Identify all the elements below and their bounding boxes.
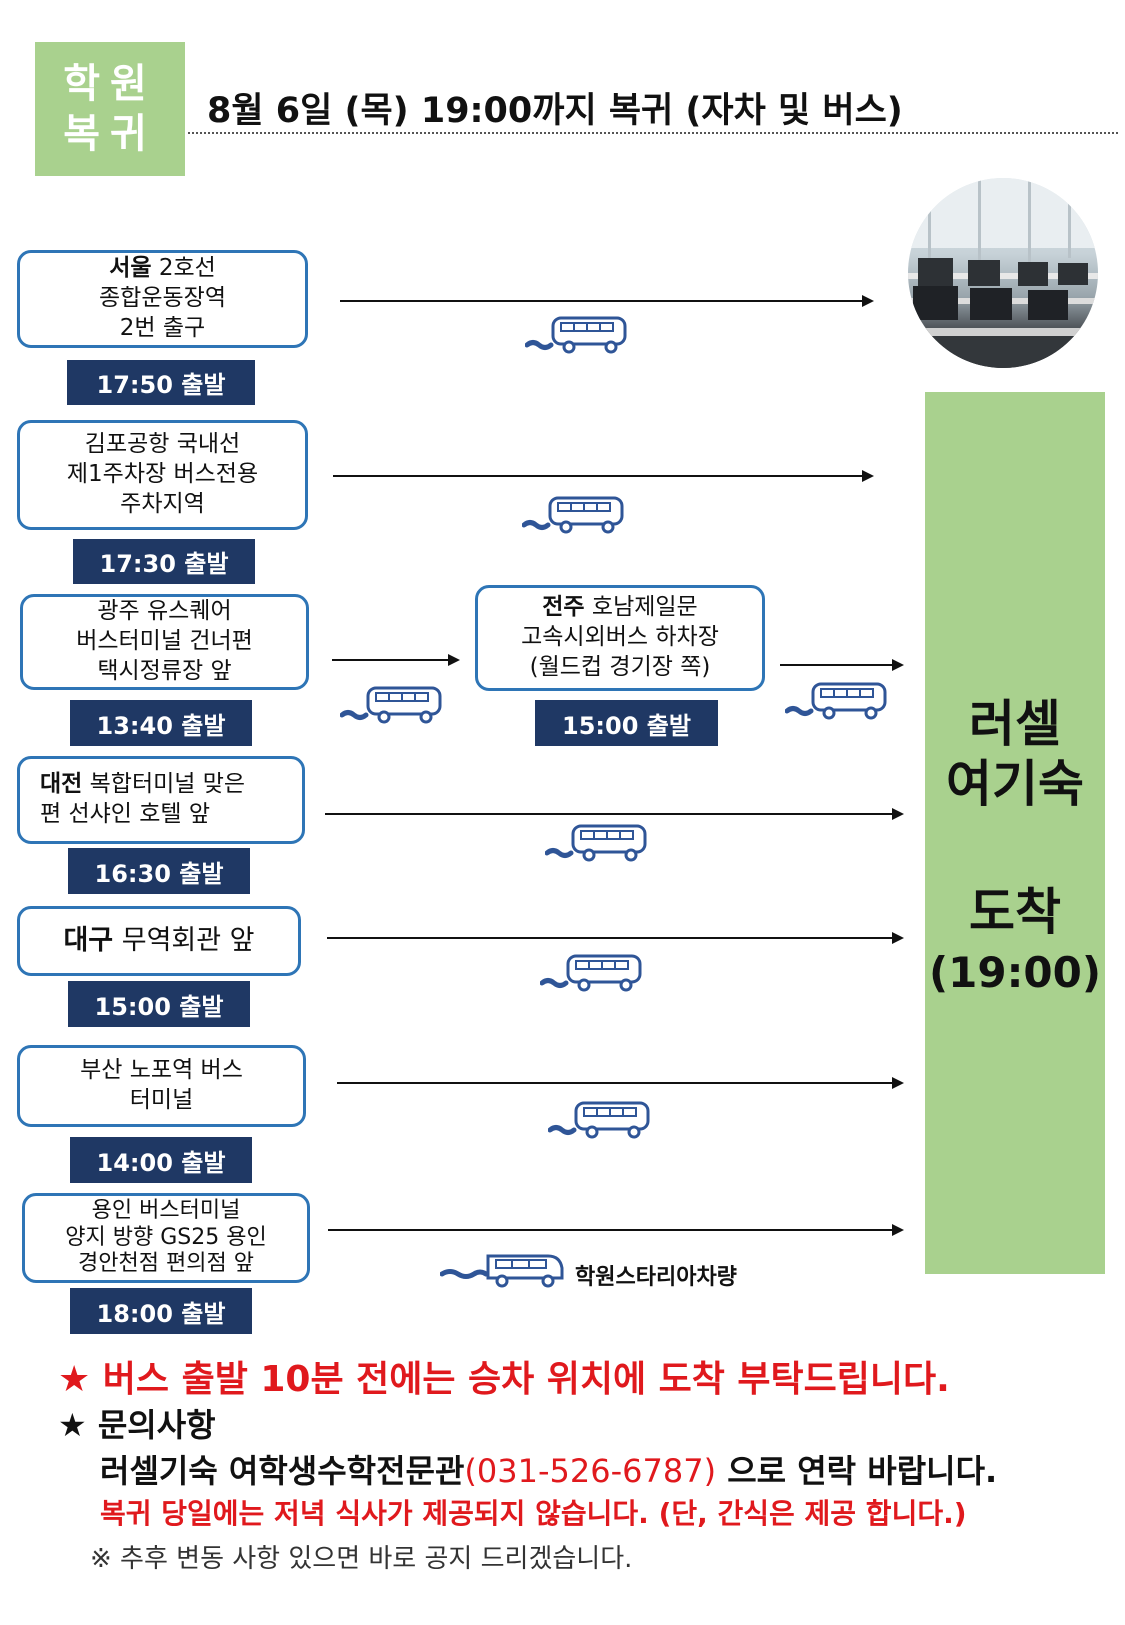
departure-time-daegu: 15:00 출발 <box>68 981 250 1027</box>
departure-time-gimpo: 17:30 출발 <box>73 539 255 584</box>
location-line: 택시정류장 앞 <box>97 657 232 684</box>
route-arrow <box>780 659 904 671</box>
departure-time-jeonju: 15:00 출발 <box>535 700 718 746</box>
route-arrow <box>327 932 904 944</box>
location-line: 대구 무역회관 앞 <box>63 923 254 958</box>
bus-shape <box>545 824 647 862</box>
bus-icon <box>340 686 442 724</box>
page-title: 8월 6일 (목) 19:00까지 복귀 (자차 및 버스) <box>207 91 903 131</box>
arrival-time: (19:00) <box>928 948 1102 997</box>
route-arrow <box>337 1077 904 1089</box>
pickup-location-daegu: 대구 무역회관 앞 <box>17 906 301 976</box>
location-line: 경안천점 편의점 앞 <box>78 1251 254 1277</box>
location-line: 편 선샤인 호텔 앞 <box>40 801 211 827</box>
section-tag-line1: 학원 <box>63 61 157 107</box>
location-city: 서울 <box>109 255 152 282</box>
vehicle-shape <box>440 1254 564 1288</box>
location-line: 주차지역 <box>120 490 205 517</box>
bus-icon <box>525 316 627 354</box>
meal-notice: 복귀 당일에는 저녁 식사가 제공되지 않습니다. (단, 간식은 제공 합니다… <box>100 1497 967 1530</box>
departure-time-gwangju: 13:40 출발 <box>70 700 252 746</box>
pickup-location-gimpo: 김포공항 국내선 제1주차장 버스전용 주차지역 <box>17 420 308 530</box>
bus-shape <box>540 954 642 992</box>
location-line: 전주 호남제일문 <box>542 593 697 623</box>
location-line: 양지 방향 GS25 용인 <box>65 1224 267 1250</box>
location-line: 서울 2호선 <box>109 254 216 284</box>
location-text: 복합터미널 맞은 <box>82 771 246 798</box>
bus-shape <box>522 496 624 534</box>
location-text: 2호선 <box>151 255 216 282</box>
bus-shape <box>525 316 627 354</box>
arrival-warning: ★ 버스 출발 10분 전에는 승차 위치에 도착 부탁드립니다. <box>58 1359 950 1400</box>
contact-suffix: 으로 연락 바랍니다. <box>716 1452 998 1490</box>
route-arrow <box>332 654 460 666</box>
location-line: 광주 유스퀘어 <box>97 598 232 625</box>
departure-time-daejeon: 16:30 출발 <box>68 848 250 894</box>
route-arrow <box>325 808 904 820</box>
location-line: 터미널 <box>129 1087 194 1113</box>
location-line: 제1주차장 버스전용 <box>66 461 259 488</box>
location-line: 종합운동장역 <box>99 285 226 312</box>
bus-icon <box>548 1101 650 1139</box>
location-city: 대구 <box>63 925 114 957</box>
arrival-line3: 도착 <box>969 883 1061 941</box>
bus-icon <box>540 954 642 992</box>
location-text: 무역회관 앞 <box>113 925 255 957</box>
bus-icon <box>785 682 887 720</box>
bus-icon <box>522 496 624 534</box>
pickup-location-daejeon: 대전 복합터미널 맞은 편 선샤인 호텔 앞 <box>17 756 305 844</box>
location-line: 부산 노포역 버스 <box>80 1057 243 1084</box>
location-text: 호남제일문 <box>584 594 698 621</box>
arrival-panel: 러셀 여기숙 도착 (19:00) <box>925 392 1105 1274</box>
academy-vehicle-label: 학원스타리아차량 <box>575 1265 737 1290</box>
arrival-line1: 러셀 <box>969 695 1061 753</box>
departure-time-yongin: 18:00 출발 <box>70 1288 252 1334</box>
section-tag-line2: 복귀 <box>63 111 157 157</box>
change-footnote: ※ 추후 변동 사항 있으면 바로 공지 드리겠습니다. <box>90 1544 633 1574</box>
route-arrow <box>340 295 874 307</box>
contact-phone: (031-526-6787) <box>464 1452 717 1490</box>
pickup-location-gwangju: 광주 유스퀘어 버스터미널 건너편 택시정류장 앞 <box>20 594 309 690</box>
location-line: 고속시외버스 하차장 <box>521 624 719 651</box>
header-divider <box>188 132 1118 134</box>
arrival-line2: 여기숙 <box>946 755 1084 813</box>
classroom-illustration <box>908 178 1098 368</box>
pickup-location-busan: 부산 노포역 버스 터미널 <box>17 1045 306 1127</box>
classroom-photo <box>908 178 1098 368</box>
transfer-location-jeonju: 전주 호남제일문 고속시외버스 하차장 (월드컵 경기장 쪽) <box>475 585 765 691</box>
departure-time-seoul: 17:50 출발 <box>67 360 255 405</box>
bus-shape <box>548 1101 650 1139</box>
academy-vehicle-icon <box>440 1254 564 1288</box>
section-tag: 학원 복귀 <box>35 42 185 176</box>
location-city: 대전 <box>40 771 83 798</box>
contact-name: 러셀기숙 여학생수학전문관 <box>100 1452 465 1490</box>
bus-icon <box>545 824 647 862</box>
pickup-location-yongin: 용인 버스터미널 양지 방향 GS25 용인 경안천점 편의점 앞 <box>22 1193 310 1283</box>
route-arrow <box>328 1224 904 1236</box>
location-line: 김포공항 국내선 <box>84 431 241 458</box>
route-arrow <box>333 470 874 482</box>
departure-time-busan: 14:00 출발 <box>70 1137 252 1183</box>
location-line: 2번 출구 <box>119 314 206 341</box>
location-line: (월드컵 경기장 쪽) <box>529 653 711 680</box>
contact-info: 러셀기숙 여학생수학전문관(031-526-6787) 으로 연락 바랍니다. <box>100 1446 997 1492</box>
bus-shape <box>340 686 442 724</box>
bus-shape <box>785 682 887 720</box>
inquiry-title: ★ 문의사항 <box>58 1406 216 1444</box>
location-city: 전주 <box>542 594 585 621</box>
pickup-location-seoul: 서울 2호선 종합운동장역 2번 출구 <box>17 250 308 348</box>
location-line: 대전 복합터미널 맞은 <box>40 770 245 800</box>
location-line: 버스터미널 건너편 <box>76 628 253 655</box>
location-line: 용인 버스터미널 <box>91 1198 241 1224</box>
